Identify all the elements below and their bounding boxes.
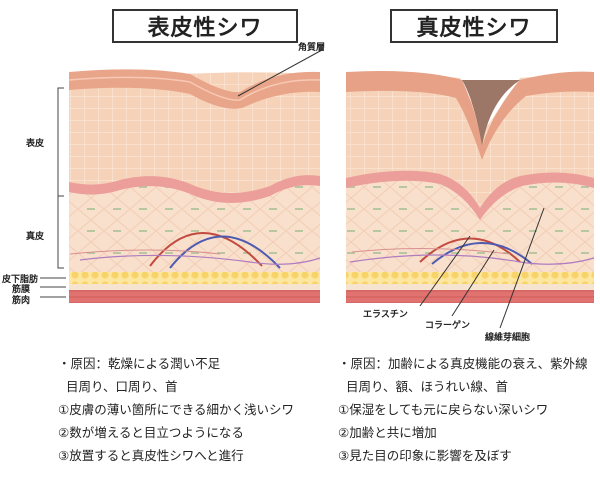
right-panel-title: 真皮性シワ [390, 9, 558, 43]
right-areas: 目周り、額、ほうれい線、首 [346, 379, 509, 394]
label-elastin: エラスチン [363, 310, 408, 320]
left-point-2: ②数が増えると目立つようになる [58, 425, 244, 440]
label-epidermis: 表皮 [26, 139, 45, 149]
layer-bracket [40, 87, 66, 298]
stratum-corneum-pointer [237, 49, 323, 97]
right-pointers [419, 207, 545, 329]
label-collagen: コラーゲン [425, 321, 471, 331]
left-cause: ・原因：乾燥による潤い不足 [58, 356, 221, 371]
label-fascia: 筋膜 [12, 285, 31, 295]
left-areas: 目周り、口周り、首 [66, 379, 178, 394]
right-notes: ・原因：加齢による真皮機能の衰え、紫外線 目周り、額、ほうれい線、首 ①保湿をし… [338, 352, 588, 467]
right-point-2: ②加齢と共に増加 [338, 425, 437, 440]
left-skin-section [68, 60, 321, 303]
label-dermis: 真皮 [26, 232, 45, 242]
label-stratum-corneum: 角質層 [298, 43, 326, 53]
left-point-1: ①皮膚の薄い箇所にできる細かく浅いシワ [58, 402, 294, 417]
label-subcutaneous-fat: 皮下脂肪 [2, 275, 39, 285]
left-notes: ・原因：乾燥による潤い不足 目周り、口周り、首 ①皮膚の薄い箇所にできる細かく浅… [58, 352, 294, 467]
right-skin-section [346, 60, 595, 303]
left-point-3: ③放置すると真皮性シワへと進行 [58, 448, 244, 463]
label-muscle: 筋肉 [12, 296, 31, 306]
right-cause: ・原因：加齢による真皮機能の衰え、紫外線 [338, 356, 588, 371]
right-point-1: ①保湿をしても元に戻らない深いシワ [338, 402, 549, 417]
right-point-3: ③見た目の印象に影響を及ぼす [338, 448, 512, 463]
label-fibroblast: 線維芽細胞 [485, 333, 531, 343]
left-panel-title: 表皮性シワ [112, 9, 298, 43]
